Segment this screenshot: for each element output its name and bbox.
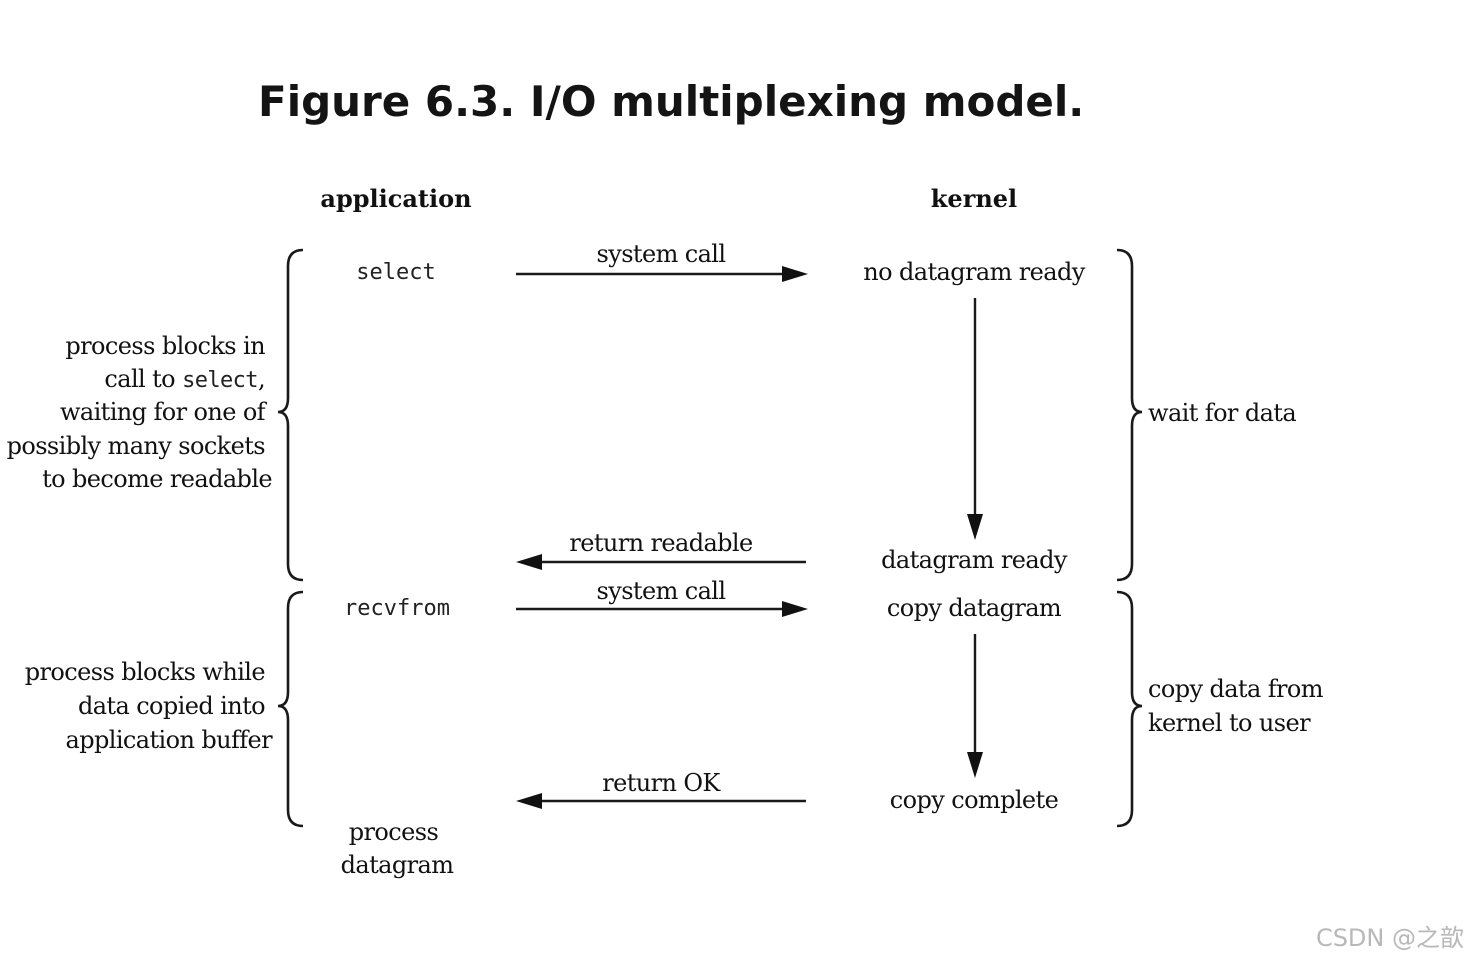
process-datagram-label: process datagram — [341, 818, 455, 879]
copy-datagram-label: copy datagram — [887, 594, 1062, 622]
select-blocking-brace — [277, 248, 304, 582]
arrowhead — [516, 793, 542, 809]
copy-blocking-annotation: process blocks while data copied into ap… — [25, 658, 273, 754]
arrowhead — [782, 266, 808, 282]
copy-data-brace — [1116, 590, 1143, 828]
wait-for-data-brace — [1116, 248, 1143, 582]
wait-for-data-annotation: wait for data — [1148, 399, 1296, 427]
copy-data-annotation: copy data from kernel to user — [1148, 675, 1330, 737]
application-column-header: application — [320, 184, 471, 213]
no-datagram-ready-label: no datagram ready — [863, 258, 1085, 286]
kernel-column-header: kernel — [931, 184, 1017, 213]
figure-title: Figure 6.3. I/O multiplexing model. — [258, 77, 1084, 126]
return-readable-arrow — [516, 554, 806, 570]
system-call-arrow-2 — [516, 601, 808, 617]
return-ok-label: return OK — [602, 769, 721, 797]
arrowhead — [967, 752, 983, 778]
select-blocking-annotation: process blocks in call to select, waitin… — [7, 332, 273, 493]
system-call-arrow-1 — [516, 266, 808, 282]
copy-complete-label: copy complete — [890, 786, 1059, 814]
recvfrom-call-label: recvfrom — [344, 596, 450, 621]
arrowhead — [516, 554, 542, 570]
csdn-watermark: CSDN @之歆 — [1316, 924, 1464, 952]
system-call-label-2: system call — [597, 577, 726, 605]
arrowhead — [967, 514, 983, 540]
return-readable-label: return readable — [569, 529, 753, 557]
system-call-label-1: system call — [597, 240, 726, 268]
return-ok-arrow — [516, 793, 806, 809]
select-call-label: select — [356, 260, 435, 285]
copy-blocking-brace — [277, 590, 304, 828]
arrowhead — [782, 601, 808, 617]
datagram-ready-label: datagram ready — [881, 546, 1068, 574]
copy-data-arrow — [967, 634, 983, 778]
wait-for-data-arrow — [967, 298, 983, 540]
